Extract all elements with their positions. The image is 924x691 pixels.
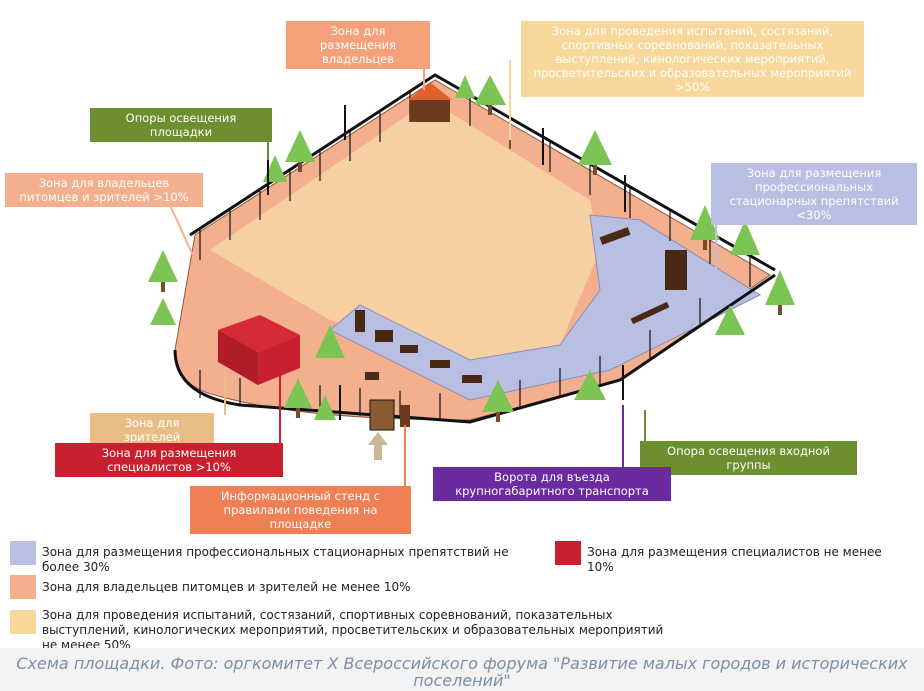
label-entrance-pole: Опора освещения входной группы [640, 441, 857, 475]
lighting-poles [267, 105, 626, 420]
legend-item-pet-owners: Зона для владельцев питомцев и зрителей … [42, 580, 411, 594]
legend-swatch-salmon [10, 575, 36, 599]
label-competitions-zone: Зона для проведения испытаний, состязани… [521, 21, 864, 97]
label-lighting-poles: Опоры освещения площадки [90, 108, 272, 142]
entrance-arrow-icon [368, 432, 388, 460]
label-pet-owners-zone: Зона для владельцев питомцев и зрителей … [5, 173, 203, 207]
legend-item-specialists: Зона для размещения специалистов не мене… [587, 545, 882, 574]
obstacles [355, 227, 687, 383]
label-pro-obstacles-zone: Зона для размещения профессиональных ста… [711, 163, 917, 225]
label-info-stand: Информационный стенд с правилами поведен… [190, 486, 411, 534]
training-field [210, 100, 600, 360]
label-spectators-zone: Зона для зрителей [90, 413, 214, 447]
info-stand-board [400, 405, 410, 427]
legend-swatch-lavender [10, 541, 36, 565]
legend-swatch-yellow [10, 610, 36, 634]
photo-caption: Схема площадки. Фото: оргкомитет X Всеро… [0, 648, 924, 691]
specialists-box [218, 315, 300, 385]
legend-item-obstacles: Зона для размещения профессиональных ста… [42, 545, 509, 574]
site-plan-illustration [148, 51, 795, 487]
label-gate: Ворота для въезда крупногабаритного тран… [433, 467, 671, 501]
owners-pavilion [408, 82, 452, 122]
legend-item-competitions: Зона для проведения испытаний, состязани… [42, 608, 664, 652]
legend-swatch-red [555, 541, 581, 565]
label-owners-zone: Зона для размещения владельцев [286, 21, 430, 69]
label-specialists-zone: Зона для размещения специалистов >10% [55, 443, 283, 477]
vehicle-gate [369, 399, 395, 431]
trees [148, 75, 795, 420]
